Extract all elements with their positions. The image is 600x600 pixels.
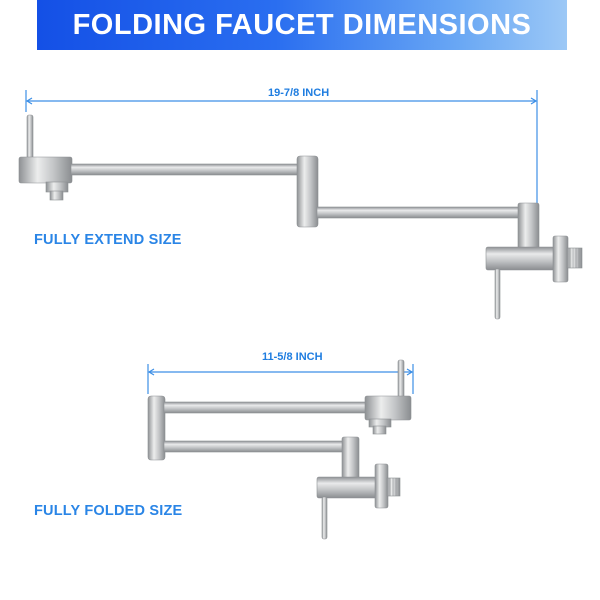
page-title: FOLDING FAUCET DIMENSIONS <box>72 8 532 41</box>
folded-faucet <box>147 359 412 540</box>
folded-dimension-line <box>147 364 414 394</box>
folded-dimension-label: 11-5/8 INCH <box>262 351 323 363</box>
folded-size-label: FULLY FOLDED SIZE <box>34 503 183 519</box>
extended-size-label: FULLY EXTEND SIZE <box>34 232 182 248</box>
extended-dimension-label: 19-7/8 INCH <box>268 87 330 99</box>
title-banner: FOLDING FAUCET DIMENSIONS <box>37 0 567 50</box>
extended-dimension-line <box>25 90 538 210</box>
extended-faucet <box>18 114 583 320</box>
